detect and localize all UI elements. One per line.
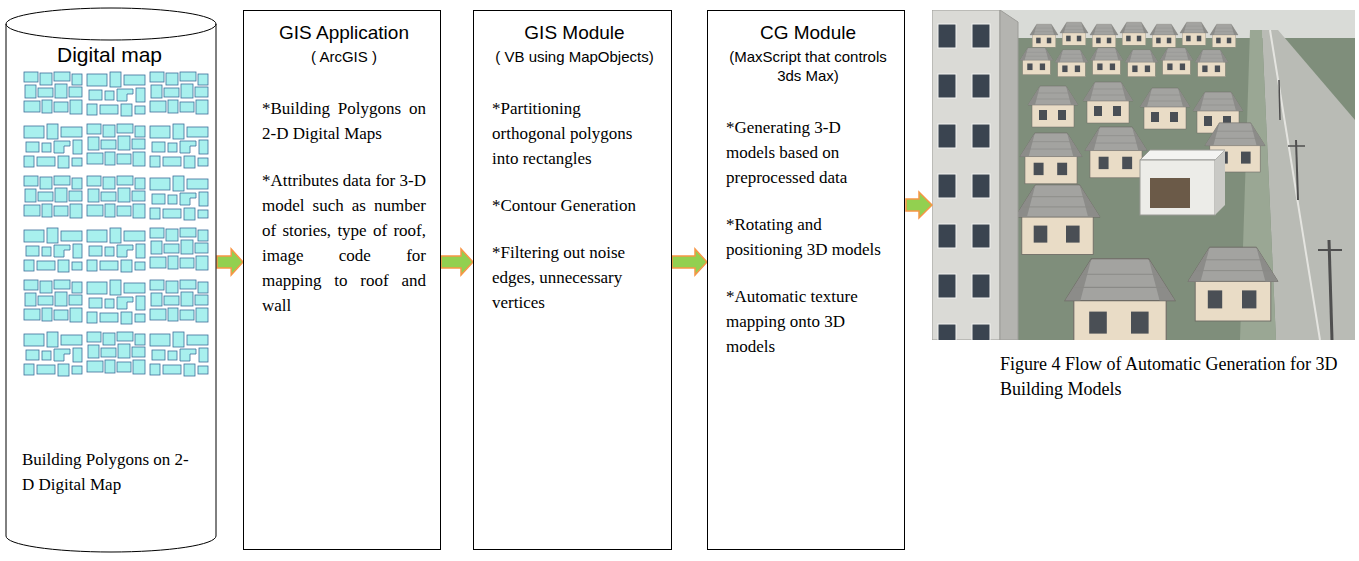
flow-arrow [906, 192, 932, 218]
database-cylinder: Digital mapBuilding Polygons on 2-D Digi… [5, 8, 217, 553]
box-title: CG Module [726, 21, 890, 45]
bullet-text: *Automatic texture mapping onto 3D model… [726, 284, 890, 359]
process-box: GIS Application ( ArcGIS ) *Building Polyg… [243, 10, 441, 550]
map-illustration [24, 72, 208, 376]
process-box: GIS Module ( VB using MapObjects) *Partiti… [473, 10, 672, 550]
bullet-text: *Rotating and positioning 3D models [726, 212, 890, 262]
box-title: GIS Application [262, 21, 426, 45]
flow-arrow [217, 249, 243, 275]
cylinder-title: Digital map [22, 42, 197, 68]
process-box: CG Module(MaxScript that controls 3ds Ma… [707, 10, 905, 550]
box-subtitle: ( ArcGIS ) [252, 47, 436, 66]
bullet-text: *Filtering out noise edges, unnecessary … [492, 240, 657, 315]
cylinder-note: Building Polygons on 2-D Digital Map [22, 447, 197, 497]
flow-arrow [672, 249, 707, 275]
bullet-text: *Contour Generation [492, 193, 657, 218]
cylinder-outline-path [6, 8, 216, 552]
bullet-text: *Partitioning orthogonal polygons into r… [492, 96, 657, 171]
bullet-text: *Attributes data for 3-D model such as n… [262, 168, 426, 318]
figure-caption: Figure 4 Flow of Automatic Generation fo… [1000, 352, 1355, 402]
cylinder-outline [5, 8, 217, 553]
rendering-image [932, 10, 1355, 340]
flow-arrow [441, 249, 473, 275]
bullet-text: *Generating 3-D models based on preproce… [726, 115, 890, 190]
box-subtitle: ( VB using MapObjects) [482, 47, 667, 66]
bullet-text: *Building Polygons on 2-D Digital Maps [262, 96, 426, 146]
box-title: GIS Module [492, 21, 657, 45]
box-subtitle: (MaxScript that controls 3ds Max) [716, 47, 900, 85]
